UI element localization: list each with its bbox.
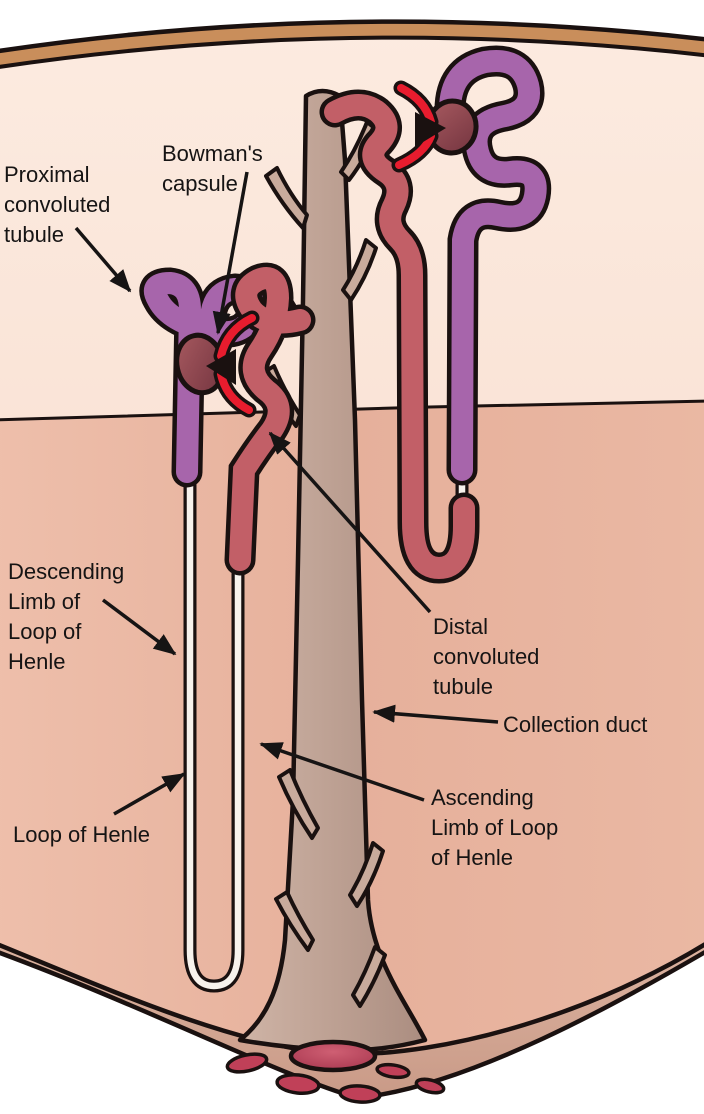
- arrow-loop: [113, 772, 186, 816]
- main-duct-opening: [288, 1039, 378, 1073]
- label-proximal-convoluted-tubule: Proximal convoluted tubule: [4, 162, 111, 247]
- arrow-descending: [101, 598, 177, 656]
- vascular-pole-wedge-right: [415, 112, 446, 147]
- distal-tubule-right: [319, 89, 480, 584]
- bowmans-capsule-right: [391, 80, 479, 173]
- left-nephron: [139, 262, 316, 993]
- label-ascending-limb: Ascending Limb of Loop of Henle: [431, 785, 559, 870]
- label-loop-of-henle: Loop of Henle: [13, 822, 150, 847]
- label-distal-convoluted-tubule: Distal convoluted tubule: [433, 614, 540, 699]
- label-collection-duct: Collection duct: [503, 712, 648, 737]
- label-bowmans-capsule: Bowman's capsule: [162, 141, 263, 196]
- annotation-arrows: [74, 171, 499, 816]
- right-nephron: [319, 45, 552, 584]
- collecting-duct-trunk: [237, 88, 428, 1053]
- bowmans-capsule-left: [174, 310, 260, 418]
- arrow-collection: [372, 704, 499, 724]
- vascular-pole-wedge-left: [206, 349, 236, 385]
- arrow-ascending: [259, 742, 425, 802]
- proximal-convoluted-tubule-right: [434, 45, 552, 486]
- label-descending-limb: Descending Limb of Loop of Henle: [8, 559, 125, 674]
- papilla-duct-openings: [225, 1039, 446, 1104]
- arrow-distal: [268, 431, 432, 614]
- loop-of-henle-left: [183, 470, 245, 993]
- distal-convoluted-tubule-left: [224, 262, 316, 576]
- renal-capsule-band: [0, 19, 704, 69]
- arrow-proximal: [74, 226, 132, 293]
- arrow-bowmans: [212, 171, 249, 335]
